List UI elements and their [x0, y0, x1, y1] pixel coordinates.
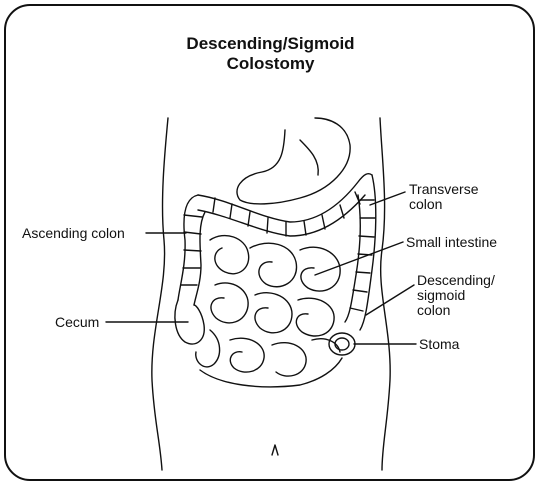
transverse-colon: [198, 174, 372, 236]
label-small-intestine: Small intestine: [406, 235, 497, 250]
ascending-colon: [178, 195, 205, 305]
descending-colon: [345, 175, 376, 330]
small-intestine: [196, 236, 342, 387]
label-stoma: Stoma: [419, 337, 459, 352]
label-ascending-colon: Ascending colon: [22, 226, 125, 241]
label-transverse-colon: Transverse colon: [409, 182, 479, 212]
label-cecum: Cecum: [55, 315, 99, 330]
leader-descending: [366, 285, 414, 315]
stoma-inner: [335, 338, 349, 350]
navel-mark: [272, 445, 278, 455]
stomach: [237, 118, 350, 204]
torso-left-outline: [152, 118, 168, 470]
stoma-outer: [329, 333, 355, 355]
torso-right-outline: [380, 118, 390, 470]
label-descending-sigmoid-colon: Descending/ sigmoid colon: [417, 273, 495, 318]
